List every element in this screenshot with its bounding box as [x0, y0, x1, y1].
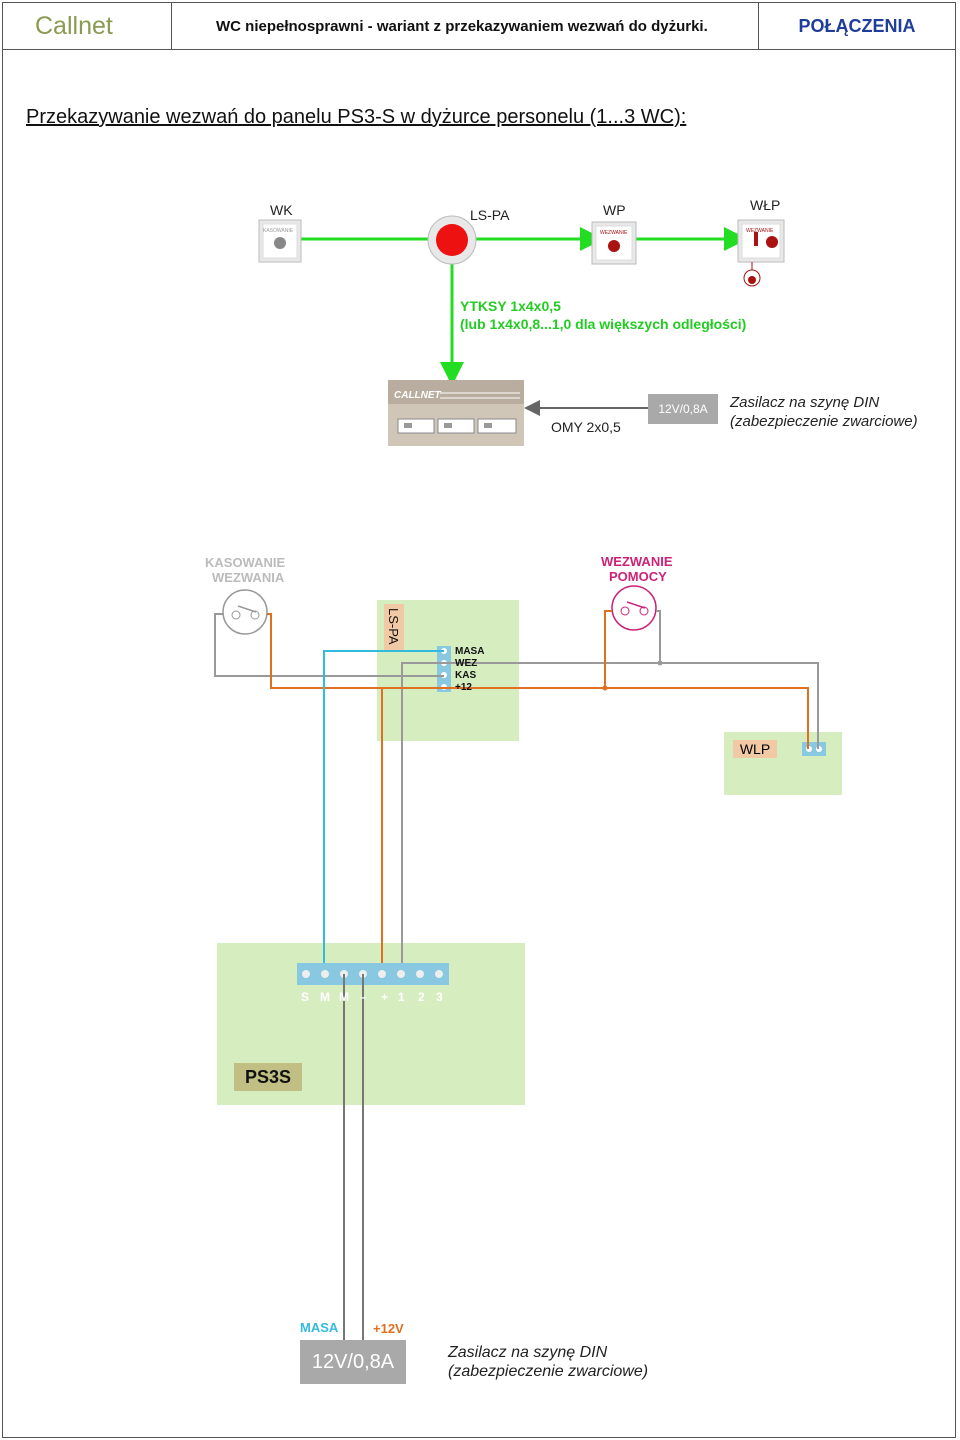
kasowanie-label-line1: KASOWANIE [205, 555, 286, 570]
omy-label: OMY 2x0,5 [551, 419, 621, 435]
psu-top-box: 12V/0,8A [648, 394, 718, 424]
psu-bottom-label: 12V/0,8A [311, 1350, 395, 1373]
wlp-tag: WLP [733, 740, 777, 758]
lspa-tag-text: LS-PA [386, 608, 401, 645]
ps3s-pin-1: 1 [398, 990, 405, 1004]
header-bar: Callnet WC niepełnosprawni - wariant z p… [2, 2, 956, 50]
wp-device-icon [591, 221, 637, 265]
brand-label: Callnet [3, 3, 172, 49]
ps3s-terminal-strip [297, 963, 449, 985]
psu-bottom-desc-line2: (zabezpieczenie zwarciowe) [448, 1363, 649, 1380]
cable-type-label: YTKSY 1x4x0,5 [460, 298, 561, 314]
psu-masa-label: MASA [300, 1320, 339, 1335]
wk-device-icon [258, 219, 302, 263]
wlp-terminal [802, 742, 826, 756]
ps3s-pin-m2: M [339, 990, 349, 1004]
ps3s-pin-minus: – [360, 990, 367, 1004]
psu-bottom-box [300, 1340, 406, 1384]
ps3s-pin-2: 2 [418, 990, 425, 1004]
terminal-wez: WEZ [455, 658, 478, 669]
psu-plus-label: +12V [373, 1321, 404, 1336]
terminal-plus12: +12 [455, 682, 472, 693]
psu-bottom-desc-line1: Zasilacz na szynę DIN [448, 1344, 608, 1361]
diagram-title: Przekazywanie wezwań do panelu PS3-S w d… [26, 106, 687, 128]
lspa-label: LS-PA [470, 207, 510, 223]
cable-alt-label: (lub 1x4x0,8...1,0 dla większych odległo… [460, 316, 747, 332]
wp-badge: WEZWANIE [600, 230, 628, 236]
wezwanie-label-line2: POMOCY [609, 569, 667, 584]
green-bus-wire [300, 227, 748, 386]
ps3s-tag: PS3S [234, 1063, 302, 1091]
wezwanie-switch-icon [611, 585, 657, 631]
wlp-badge: WEZWANIE [746, 228, 774, 234]
ps3s-pin-3: 3 [436, 990, 443, 1004]
section-link[interactable]: POŁĄCZENIA [798, 15, 916, 36]
kasowanie-switch-icon [222, 589, 268, 635]
kasowanie-label-line2: WEZWANIA [212, 570, 285, 585]
ps3s-pin-plus: + [381, 990, 389, 1004]
terminal-kas: KAS [455, 670, 477, 681]
ps3s-pin-m1: M [320, 990, 330, 1004]
lspa-button-icon [427, 215, 477, 265]
ps3s-pin-s: S [301, 990, 310, 1004]
callnet-panel [388, 380, 524, 446]
page-frame [2, 50, 956, 1438]
terminal-masa: MASA [455, 646, 485, 657]
document-title: WC niepełnosprawni - wariant z przekazyw… [172, 3, 759, 49]
callnet-panel-brand: CALLNET [394, 390, 441, 401]
lspa-tag: LS-PA [384, 604, 404, 650]
psu-top-desc-line2: (zabezpieczenie zwarciowe) [730, 413, 918, 430]
wlp-top-label: WŁP [750, 197, 781, 213]
wk-badge: KASOWANIE [263, 228, 294, 234]
wlp-device-icon [737, 219, 785, 287]
wk-label: WK [270, 202, 293, 218]
wp-label: WP [603, 202, 626, 218]
wezwanie-label-line1: WEZWANIE [601, 554, 673, 569]
psu-top-desc-line1: Zasilacz na szynę DIN [730, 394, 880, 411]
lspa-terminal-strip [437, 646, 451, 692]
